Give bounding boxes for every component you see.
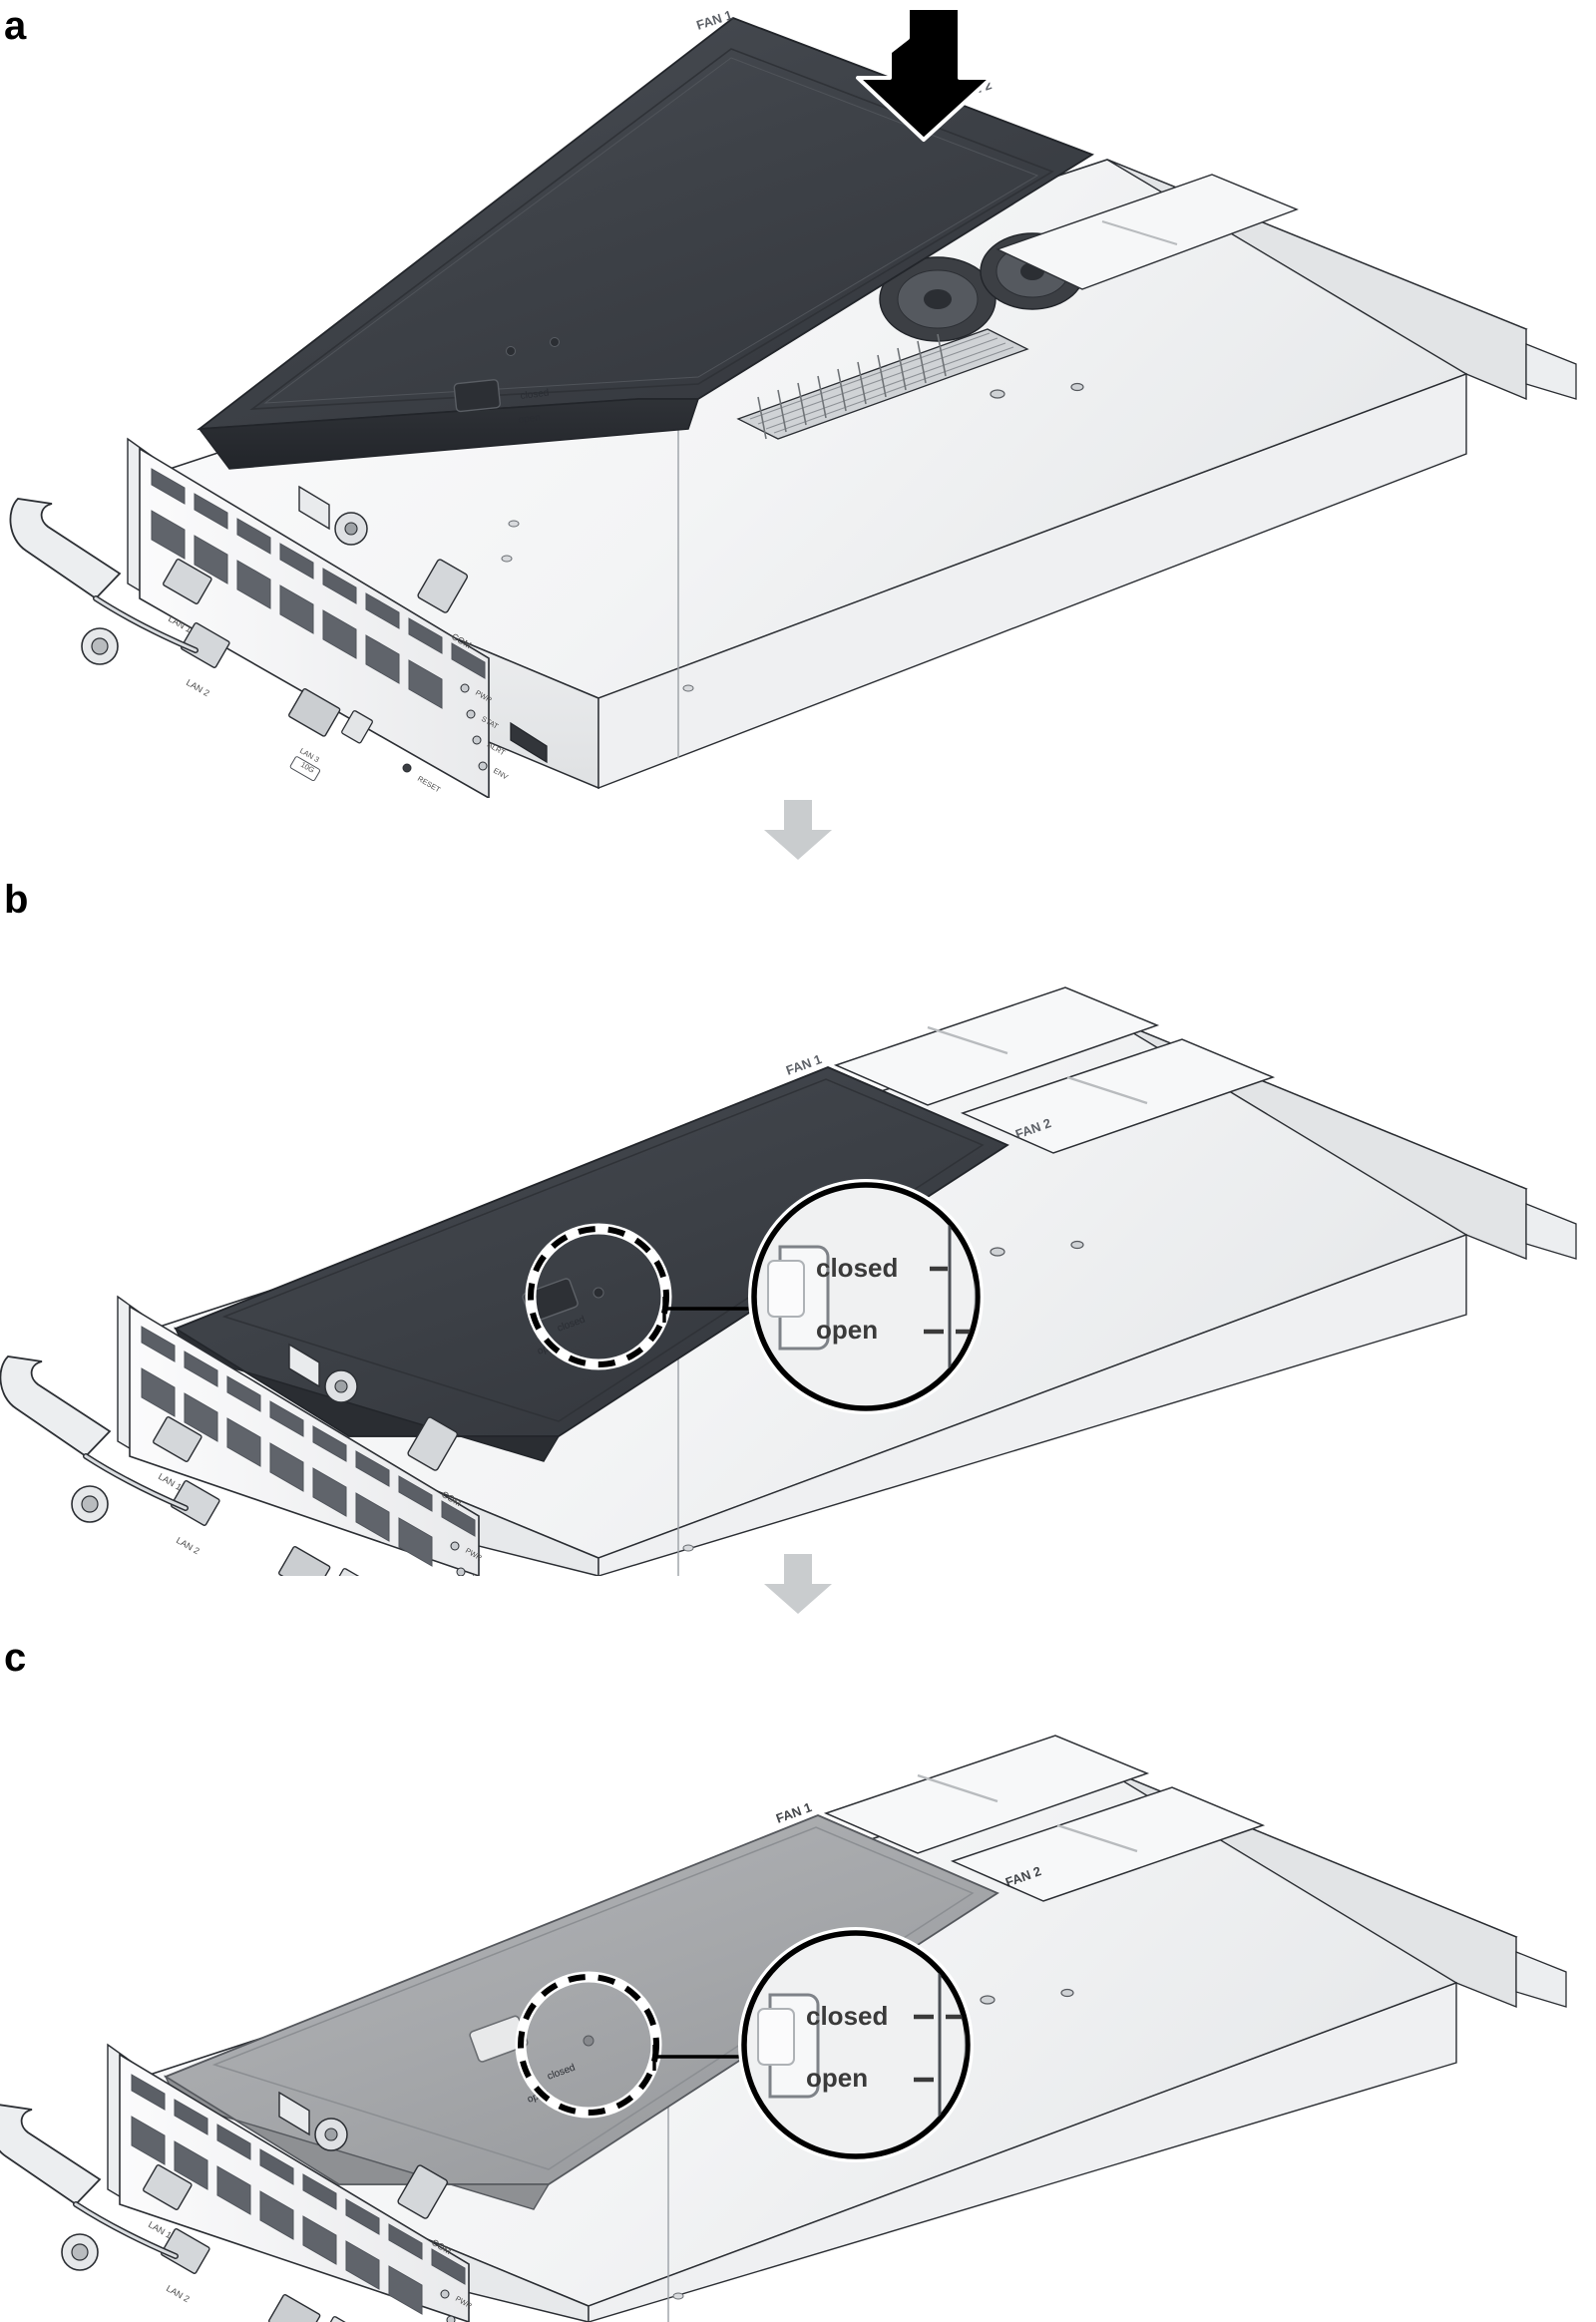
- fan-modules: [833, 986, 1276, 1154]
- lan2-label: LAN 2: [185, 677, 211, 698]
- panel-c: c: [0, 1636, 1596, 2322]
- screw-side-2: [501, 555, 513, 563]
- usb-port: [341, 710, 373, 744]
- usb-port: [331, 1568, 363, 1576]
- callout-open-label: open: [816, 1315, 878, 1345]
- screw-top-3: [1070, 1240, 1084, 1250]
- pull-handle: [278, 2091, 348, 2151]
- lan2-port: [181, 622, 230, 668]
- lan1-port: [153, 1416, 202, 1462]
- lan3-port: [288, 688, 341, 737]
- top-cover-seated-open: FAN 1 FAN 2 closed open: [174, 1051, 1053, 1462]
- screw-top-3: [1060, 1988, 1074, 1998]
- cover-latch-window: [453, 379, 501, 413]
- com-port: [417, 559, 469, 613]
- latch-slider: [767, 1260, 805, 1318]
- rear-connector-tab: [1525, 343, 1577, 400]
- cover-closed-label: closed: [520, 388, 550, 402]
- pull-handle: [288, 1343, 358, 1403]
- dashed-focus-circle: [518, 1974, 659, 2116]
- screw-top-2: [990, 1247, 1005, 1257]
- panel-c-label: c: [4, 1636, 27, 1680]
- cover-screw-1: [593, 1287, 604, 1299]
- lan3-label: LAN 3: [298, 746, 321, 764]
- front-panel: LAN 1 LAN 2 LAN 3 10G COM RESET PWR STAT: [0, 2043, 480, 2322]
- cover-open-label: open: [518, 412, 541, 426]
- rear-connector-tab: [1515, 1951, 1567, 2008]
- step-arrow-a-to-b: [764, 800, 832, 860]
- panel-a: a: [0, 0, 1596, 798]
- com-port: [397, 2164, 449, 2219]
- lan3-port: [268, 2294, 321, 2322]
- cover-screw-1: [506, 346, 516, 356]
- panel-b-artwork: FAN 1 FAN 2 closed open: [0, 986, 1577, 1576]
- latch-detail-callout: closed open: [748, 1179, 984, 1414]
- lan1-port: [143, 2164, 193, 2210]
- screw-top-2: [990, 389, 1005, 399]
- lan2-label: LAN 2: [165, 2283, 192, 2304]
- lan1-port: [163, 559, 212, 604]
- latch-slider: [757, 2008, 795, 2066]
- rear-connector-tab: [1525, 1203, 1577, 1260]
- screw-top-3: [1070, 382, 1084, 392]
- top-cover-lifted: FAN 1 FAN 2 closed open: [197, 7, 1095, 470]
- panel-b: b: [0, 878, 1596, 1576]
- lan1-label: LAN 1: [157, 1471, 184, 1492]
- fan-modules: [823, 1735, 1266, 1902]
- callout-closed-label: closed: [806, 2001, 888, 2031]
- front-latch-handle: [0, 2104, 179, 2271]
- cover-screw-2: [550, 337, 560, 347]
- dashed-focus-circle: [528, 1226, 669, 1367]
- usb-port: [321, 2316, 353, 2322]
- panel-a-label: a: [4, 4, 27, 48]
- reset-pinhole: [402, 763, 412, 773]
- cover-screw-1: [583, 2035, 595, 2047]
- front-latch-handle: [9, 498, 199, 665]
- led-env-label: ENV: [492, 766, 510, 782]
- screw-side-3: [682, 1544, 694, 1552]
- chassis-side-handle: [510, 721, 548, 764]
- lan2-port: [161, 2228, 210, 2274]
- lan2-port: [171, 1480, 220, 1526]
- lan2-label: LAN 2: [175, 1535, 201, 1556]
- front-latch-handle: [0, 1355, 189, 1523]
- lan1-label: LAN 1: [147, 2219, 174, 2240]
- pull-handle: [298, 485, 368, 546]
- screw-side-3: [682, 684, 694, 692]
- screw-top-2: [980, 1995, 996, 2005]
- led-stat-label: STAT: [470, 1572, 490, 1576]
- insert-arrow: [856, 6, 994, 142]
- reset-label: RESET: [416, 774, 443, 795]
- callout-open-label: open: [806, 2063, 868, 2093]
- step-arrow-b-to-c: [764, 1554, 832, 1614]
- lan3-speed-badge-box: [289, 756, 321, 782]
- screw-side-3: [672, 2292, 684, 2300]
- com-port: [407, 1416, 459, 1471]
- panel-a-artwork: FAN 1 FAN 2 closed open: [9, 6, 1577, 798]
- latch-detail-callout: closed open: [738, 1927, 974, 2162]
- lan3-port: [278, 1546, 331, 1576]
- front-panel: LAN 1 LAN 2 LAN 3 10G COM RESET: [9, 437, 548, 798]
- screw-side-1: [508, 520, 520, 528]
- panel-c-artwork: FAN 1 FAN 2 closed open: [0, 1735, 1567, 2322]
- panel-b-label: b: [4, 878, 29, 922]
- internal-components: [736, 174, 1299, 440]
- callout-closed-label: closed: [816, 1253, 898, 1283]
